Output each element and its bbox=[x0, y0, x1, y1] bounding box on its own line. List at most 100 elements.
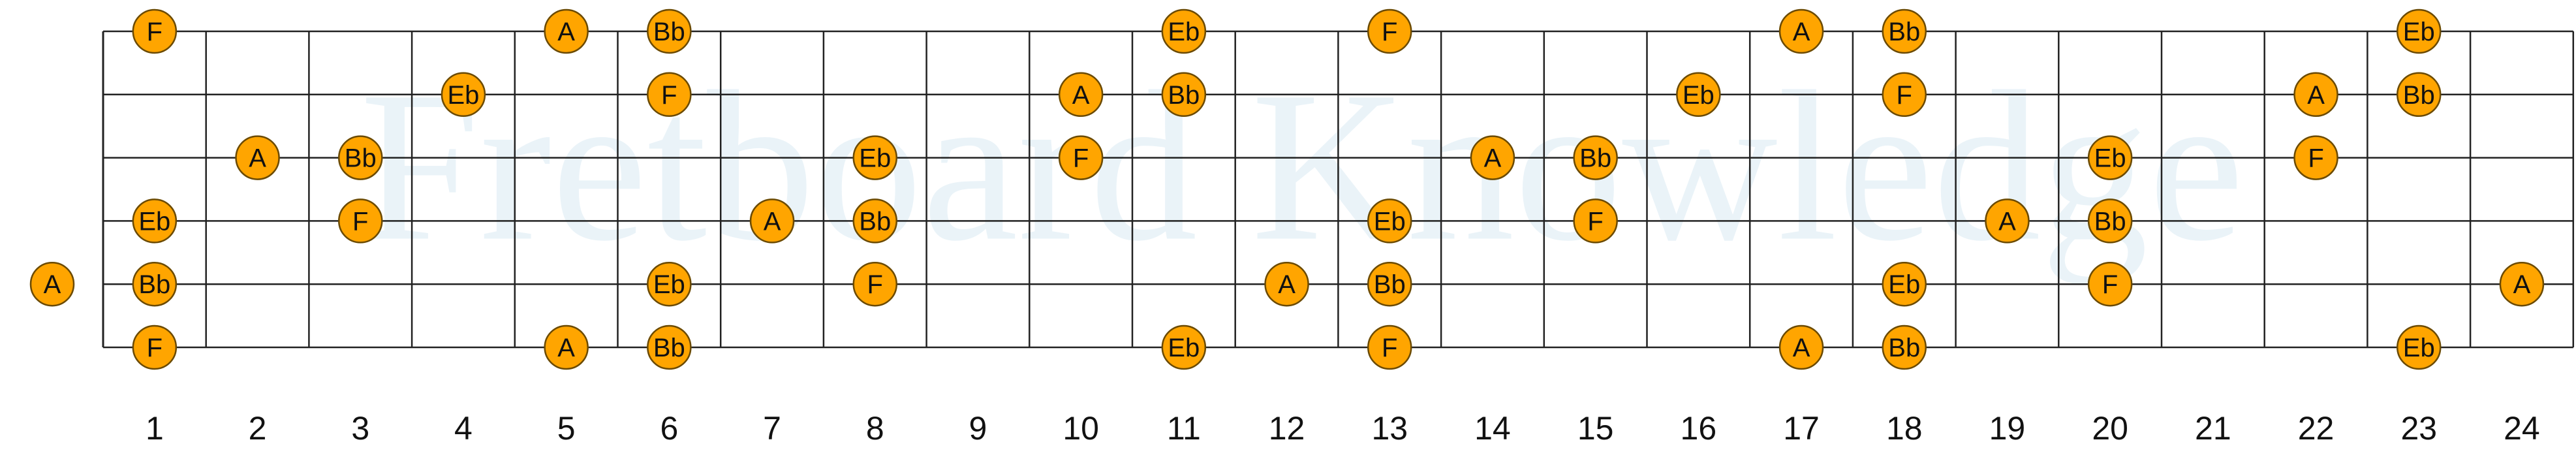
note-label: Bb bbox=[1374, 270, 1406, 299]
fretboard-grid bbox=[102, 30, 2575, 349]
note-marker: Bb bbox=[1367, 261, 1412, 307]
note-label: Bb bbox=[859, 207, 891, 236]
note-marker: Eb bbox=[1676, 72, 1721, 118]
note-dot bbox=[1778, 324, 1824, 370]
note-label: F bbox=[1382, 334, 1397, 362]
note-marker: A bbox=[1985, 198, 2030, 244]
note-label: A bbox=[557, 18, 575, 46]
note-label: Eb bbox=[1168, 334, 1200, 362]
note-dot bbox=[647, 8, 692, 54]
note-label: Eb bbox=[1683, 81, 1715, 110]
note-marker: Eb bbox=[852, 135, 897, 180]
note-marker: A bbox=[544, 324, 589, 370]
fret-number: 20 bbox=[2092, 410, 2128, 447]
fret-number: 13 bbox=[1371, 410, 1408, 447]
note-dot bbox=[1882, 72, 1927, 118]
fret-number: 19 bbox=[1989, 410, 2026, 447]
note-dot bbox=[544, 324, 589, 370]
note-marker: Bb bbox=[132, 261, 178, 307]
note-marker: A bbox=[749, 198, 795, 244]
fret-number: 3 bbox=[351, 410, 369, 447]
note-label: A bbox=[1998, 207, 2016, 236]
note-dot bbox=[1367, 8, 1412, 54]
note-label: Eb bbox=[138, 207, 170, 236]
note-marker: Bb bbox=[1573, 135, 1618, 180]
fret-number: 14 bbox=[1474, 410, 1511, 447]
note-marker: F bbox=[2293, 135, 2338, 180]
note-dot bbox=[749, 198, 795, 244]
note-label: Bb bbox=[1579, 144, 1611, 173]
note-marker: A bbox=[235, 135, 280, 180]
note-dot bbox=[1573, 135, 1618, 180]
note-label: F bbox=[1897, 81, 1912, 110]
note-dot bbox=[1367, 198, 1412, 244]
note-label: Bb bbox=[1168, 81, 1200, 110]
fret-number: 23 bbox=[2400, 410, 2437, 447]
note-marker: Eb bbox=[441, 72, 486, 118]
note-dot bbox=[544, 8, 589, 54]
note-label: Bb bbox=[138, 270, 170, 299]
note-dot bbox=[1161, 8, 1207, 54]
note-dot bbox=[441, 72, 486, 118]
note-marker: Bb bbox=[1882, 324, 1927, 370]
note-dot bbox=[1778, 8, 1824, 54]
fret-number: 12 bbox=[1269, 410, 1305, 447]
note-marker: A bbox=[544, 8, 589, 54]
note-label: F bbox=[2308, 144, 2323, 173]
note-marker: Bb bbox=[1882, 8, 1927, 54]
note-label: F bbox=[1382, 18, 1397, 46]
note-label: Bb bbox=[1888, 334, 1920, 362]
note-marker: Bb bbox=[2397, 72, 2442, 118]
note-marker: Eb bbox=[2087, 135, 2133, 180]
note-dot bbox=[2397, 8, 2442, 54]
note-marker: Eb bbox=[1161, 8, 1207, 54]
note-label: F bbox=[661, 81, 677, 110]
note-label: F bbox=[147, 18, 163, 46]
note-dot bbox=[1676, 72, 1721, 118]
fret-number: 11 bbox=[1167, 410, 1201, 447]
note-label: A bbox=[1793, 334, 1810, 362]
note-dot bbox=[1882, 261, 1927, 307]
note-label: F bbox=[1587, 207, 1603, 236]
note-dot bbox=[2293, 135, 2338, 180]
note-marker: F bbox=[338, 198, 383, 244]
note-dot bbox=[132, 324, 178, 370]
fret-number: 6 bbox=[660, 410, 678, 447]
note-dot bbox=[2087, 261, 2133, 307]
note-label: Eb bbox=[2094, 144, 2126, 173]
fret-number: 17 bbox=[1783, 410, 1820, 447]
note-label: Bb bbox=[1888, 18, 1920, 46]
note-dot bbox=[1882, 8, 1927, 54]
note-dot bbox=[2499, 261, 2545, 307]
note-marker: Bb bbox=[852, 198, 897, 244]
note-dot bbox=[132, 261, 178, 307]
note-dot bbox=[2087, 135, 2133, 180]
note-label: Eb bbox=[653, 270, 685, 299]
note-label: F bbox=[352, 207, 368, 236]
note-label: A bbox=[1072, 81, 1090, 110]
note-dot bbox=[2397, 324, 2442, 370]
note-label: Eb bbox=[1168, 18, 1200, 46]
fret-number: 24 bbox=[2504, 410, 2540, 447]
fret-number: 18 bbox=[1886, 410, 1923, 447]
note-dot bbox=[1985, 198, 2030, 244]
note-label: Eb bbox=[1374, 207, 1406, 236]
note-dot bbox=[338, 135, 383, 180]
note-marker: Eb bbox=[1882, 261, 1927, 307]
note-dot bbox=[2087, 198, 2133, 244]
note-marker: Bb bbox=[338, 135, 383, 180]
note-marker: A bbox=[1778, 324, 1824, 370]
note-dot bbox=[1882, 324, 1927, 370]
note-label: Eb bbox=[859, 144, 891, 173]
note-marker: A bbox=[1058, 72, 1104, 118]
note-label: Eb bbox=[2403, 334, 2435, 362]
note-label: Eb bbox=[2403, 18, 2435, 46]
note-marker: F bbox=[1367, 324, 1412, 370]
fret-number: 16 bbox=[1681, 410, 1717, 447]
note-marker: F bbox=[2087, 261, 2133, 307]
note-marker: Bb bbox=[1161, 72, 1207, 118]
note-marker: A bbox=[2499, 261, 2545, 307]
note-dot bbox=[647, 72, 692, 118]
